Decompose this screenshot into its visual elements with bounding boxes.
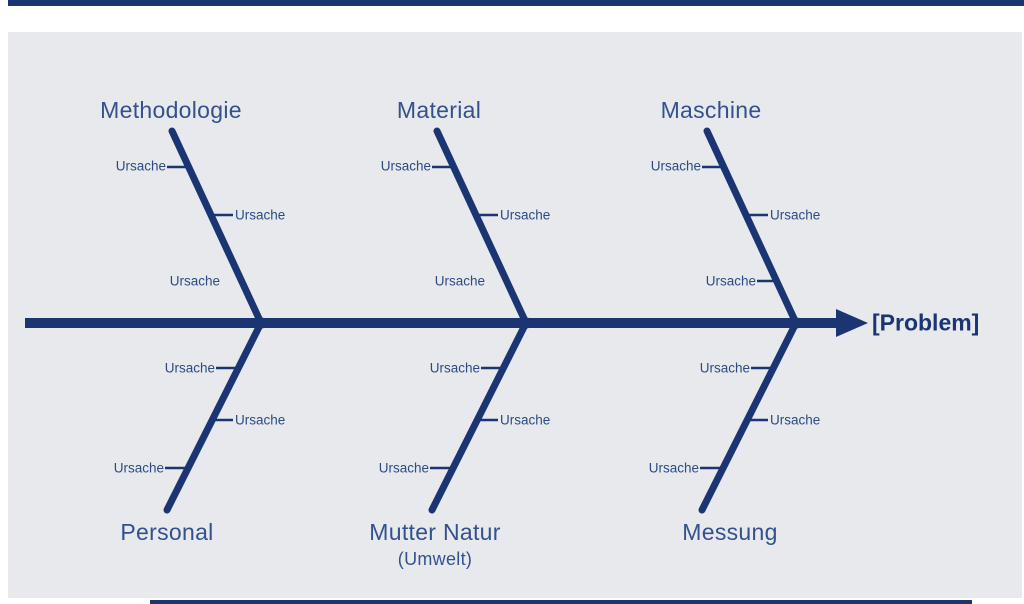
cause-label: Ursache [235,412,286,428]
bone-methodologie [168,127,266,329]
category-label-personal: Personal [120,519,214,545]
category-label-material: Material [396,97,482,123]
cause-label: Ursache [378,460,429,476]
cause-label: Ursache [429,360,480,376]
bottom-divider [150,600,972,604]
cause-label: Ursache [434,273,485,289]
cause-label: Ursache [235,207,286,223]
cause-label: Ursache [770,412,821,428]
cause-label: Ursache [648,460,699,476]
cause-label: Ursache [380,158,431,174]
cause-label: Ursache [699,360,750,376]
cause-label: Ursache [650,158,701,174]
diagram-panel [8,32,1022,598]
top-divider [8,0,1024,6]
bone-personal [163,317,266,514]
cause-label: Ursache [113,460,164,476]
cause-label: Ursache [115,158,166,174]
bone-messung [698,317,801,514]
cause-label: Ursache [500,412,551,428]
bone-mutter-natur [428,317,531,514]
bone-material [433,127,531,329]
bone-maschine [703,127,801,329]
problem-label: [Problem] [872,309,980,336]
cause-label: Ursache [169,273,220,289]
arrowhead [836,309,868,337]
category-label-mutter-natur: Mutter Natur [369,519,501,545]
category-label-methodologie: Methodologie [100,97,242,123]
cause-label: Ursache [705,273,756,289]
category-label-messung: Messung [682,519,778,545]
cause-label: Ursache [164,360,215,376]
cause-label: Ursache [770,207,821,223]
category-label-maschine: Maschine [660,97,762,123]
category-sublabel-umwelt: (Umwelt) [397,549,473,569]
cause-label: Ursache [500,207,551,223]
